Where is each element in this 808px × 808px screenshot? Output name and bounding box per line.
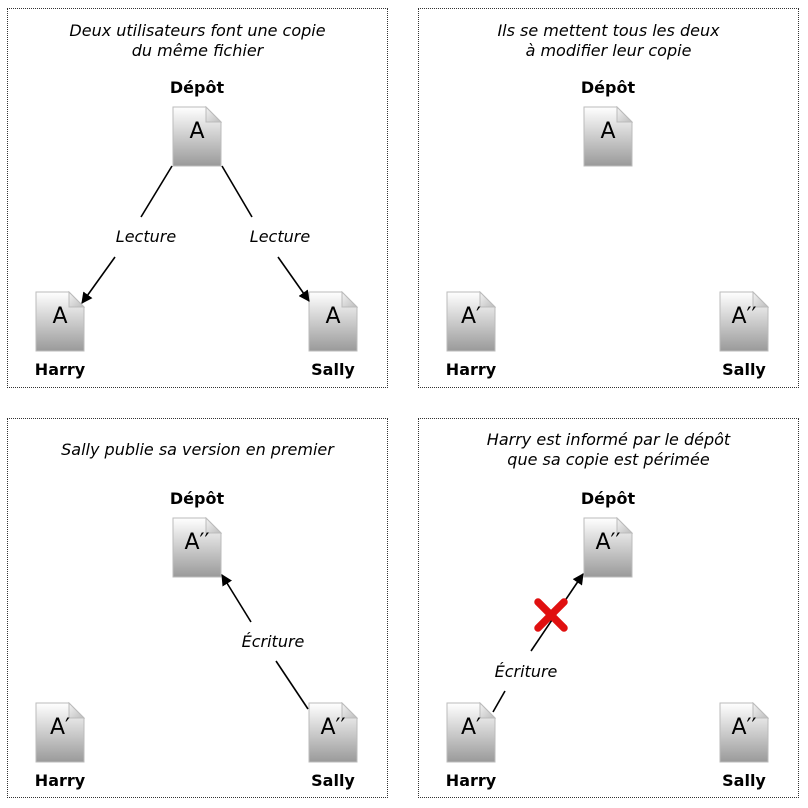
document-version: A	[189, 119, 205, 144]
document-version: A′′	[731, 715, 757, 740]
document-version: A	[325, 304, 341, 329]
harry-document-icon: A′	[446, 291, 496, 352]
repo-label: Dépôt	[169, 78, 225, 97]
harry-label: Harry	[445, 360, 497, 379]
caption-line-1: Ils se mettent tous les deux	[497, 21, 720, 40]
repo-document-icon: A′′	[583, 517, 633, 578]
read-label-right: Lecture	[220, 227, 340, 247]
caption-line-1: Sally publie sa version en premier	[61, 440, 334, 459]
caption-line-2: que sa copie est périmée	[507, 450, 710, 469]
panel-3: Sally publie sa version en premier Dépôt…	[7, 418, 388, 798]
sally-document-icon: A′′	[308, 702, 358, 763]
caption-line-1: Deux utilisateurs font une copie	[69, 21, 326, 40]
document-version: A	[600, 119, 616, 144]
harry-label: Harry	[445, 771, 497, 790]
sally-label: Sally	[722, 360, 766, 379]
panel-caption: Harry est informé par le dépôt que sa co…	[419, 430, 798, 470]
document-version: A′	[49, 715, 71, 740]
repo-label: Dépôt	[580, 489, 636, 508]
repo-label: Dépôt	[580, 78, 636, 97]
document-version: A′′	[320, 715, 346, 740]
harry-document-icon: A′	[35, 702, 85, 763]
sally-document-icon: A	[308, 291, 358, 352]
read-label-left: Lecture	[86, 227, 206, 247]
sally-document-icon: A′′	[719, 291, 769, 352]
panel-caption: Ils se mettent tous les deux à modifier …	[419, 21, 798, 61]
document-version: A′	[460, 304, 482, 329]
panel-4: Harry est informé par le dépôt que sa co…	[418, 418, 799, 798]
document-version: A′′	[184, 530, 210, 555]
write-label: Écriture	[213, 632, 333, 652]
panel-caption: Deux utilisateurs font une copie du même…	[8, 21, 387, 61]
sally-label: Sally	[311, 771, 355, 790]
document-version: A	[52, 304, 68, 329]
document-version: A′	[460, 715, 482, 740]
sally-label: Sally	[311, 360, 355, 379]
caption-line-2: à modifier leur copie	[525, 41, 692, 60]
harry-label: Harry	[34, 771, 86, 790]
harry-document-icon: A	[35, 291, 85, 352]
caption-line-1: Harry est informé par le dépôt	[486, 430, 731, 449]
document-version: A′′	[731, 304, 757, 329]
harry-label: Harry	[34, 360, 86, 379]
write-label: Écriture	[466, 662, 586, 682]
panel-1: Deux utilisateurs font une copie du même…	[7, 8, 388, 388]
sally-label: Sally	[722, 771, 766, 790]
repo-document-icon: A′′	[172, 517, 222, 578]
repo-label: Dépôt	[169, 489, 225, 508]
panel-caption: Sally publie sa version en premier	[8, 440, 387, 460]
repo-document-icon: A	[172, 106, 222, 167]
harry-document-icon: A′	[446, 702, 496, 763]
sally-document-icon: A′′	[719, 702, 769, 763]
repo-document-icon: A	[583, 106, 633, 167]
document-version: A′′	[595, 530, 621, 555]
panel-2: Ils se mettent tous les deux à modifier …	[418, 8, 799, 388]
caption-line-2: du même fichier	[131, 41, 264, 60]
